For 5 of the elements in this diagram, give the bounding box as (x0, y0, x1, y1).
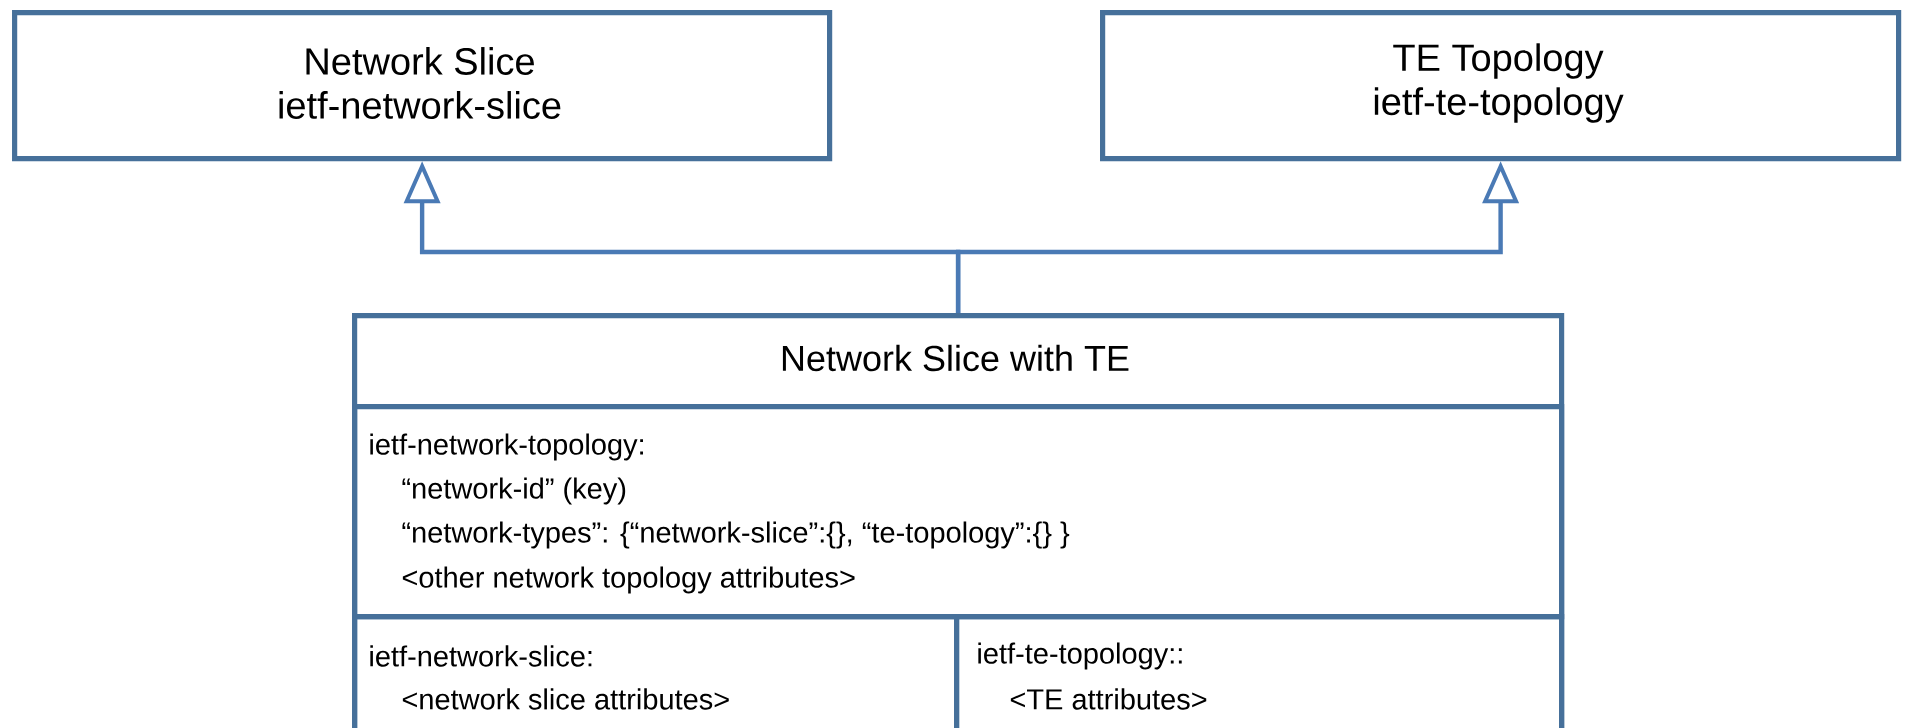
class-box: TE Topology ietf-te-topology (1100, 10, 1902, 162)
compartment: ietf-network-slice: <network slice attributes> (352, 614, 960, 728)
compartment: ietf-network-topology: “network-id” (key) “network-types”: {“network-slice”:{}, “te-topology”:{} } <other network topology attributes> (352, 404, 1565, 620)
class-box: Network Slice ietf-network-slice (12, 10, 833, 162)
compartment: ietf-te-topology:: <TE attributes> (954, 614, 1565, 728)
